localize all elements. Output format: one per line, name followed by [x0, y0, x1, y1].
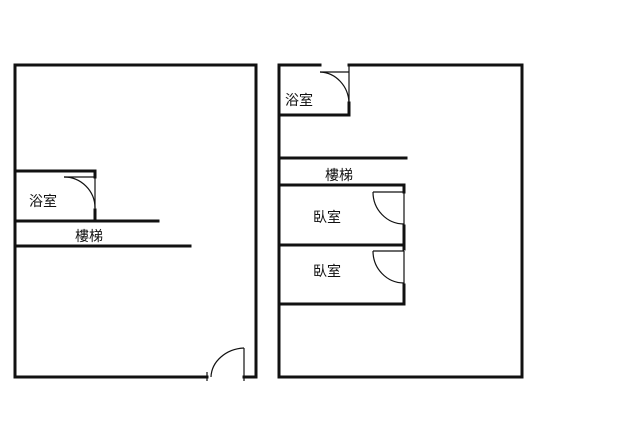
right-stairs-label: 樓梯	[325, 168, 353, 184]
left-stairs-label: 樓梯	[75, 229, 103, 245]
left-bathroom-door	[63, 176, 96, 215]
right-bedrooms-wall	[277, 183, 406, 306]
right-bathroom-label: 浴室	[285, 92, 313, 109]
right-bedroom-1-label: 臥室	[313, 209, 341, 226]
left-bathroom-label: 浴室	[29, 193, 57, 210]
right-bathroom-wall	[277, 101, 351, 117]
right-bedroom-2-door	[372, 250, 405, 285]
left-entry-door	[206, 347, 245, 381]
left-bathroom-wall	[13, 169, 97, 179]
left-unit-outer-wall	[13, 63, 258, 379]
left-unit: 浴室 樓梯	[13, 63, 258, 381]
right-unit: 浴室 樓梯 臥室 臥室	[277, 63, 524, 379]
right-bedroom-2-label: 臥室	[313, 263, 341, 280]
right-bathroom-door	[319, 65, 350, 104]
right-bedroom-1-door	[372, 191, 405, 226]
right-unit-outer-wall	[277, 63, 524, 379]
